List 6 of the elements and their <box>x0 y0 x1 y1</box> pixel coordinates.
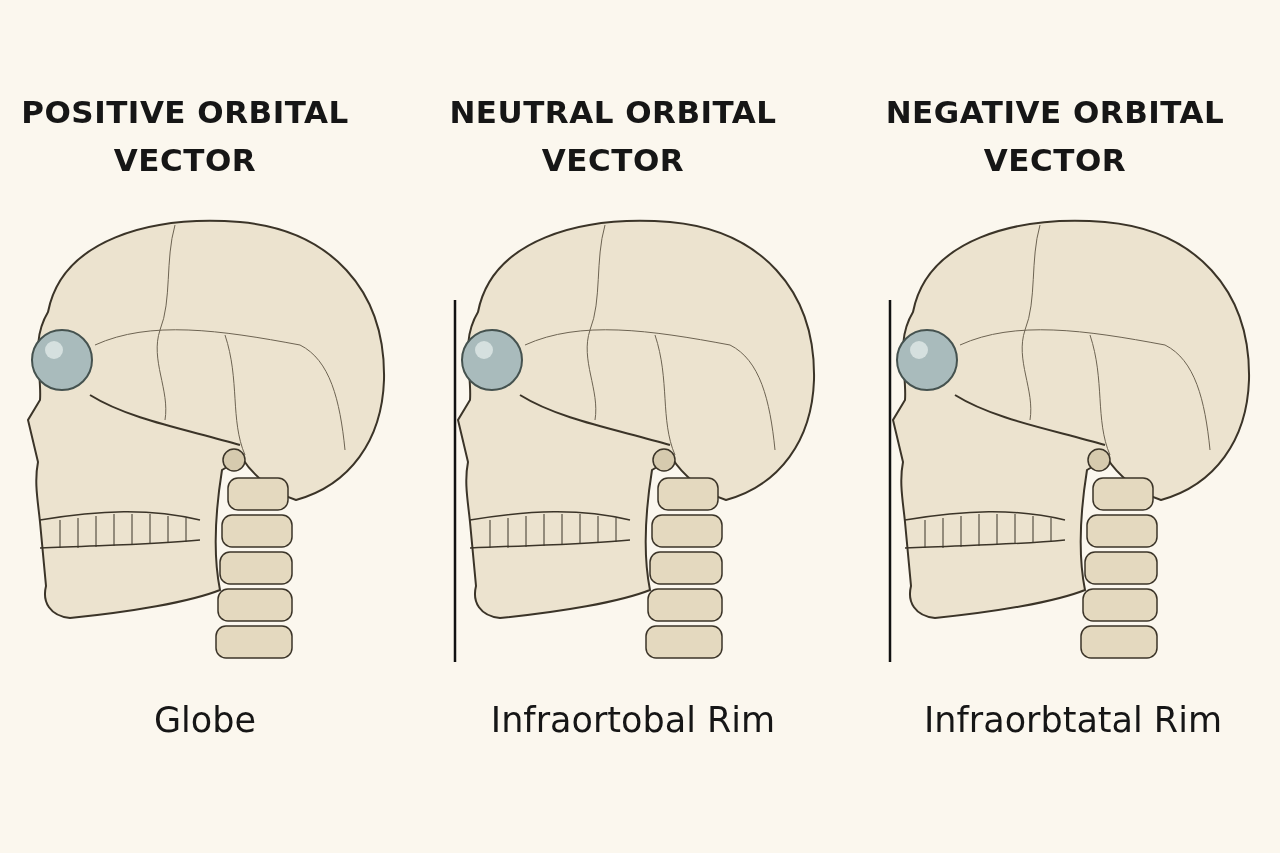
panel-heading: NEUTRAL ORBITAL VECTOR <box>448 93 778 180</box>
structure-label: Infraorbtatal Rim <box>923 699 1223 742</box>
structure-label: Infraortobal Rim <box>489 699 777 742</box>
panel-heading: POSITIVE ORBITAL VECTOR <box>20 93 350 180</box>
panel-heading: NEGATIVE ORBITAL VECTOR <box>884 93 1226 180</box>
structure-label: Globe <box>153 699 257 742</box>
